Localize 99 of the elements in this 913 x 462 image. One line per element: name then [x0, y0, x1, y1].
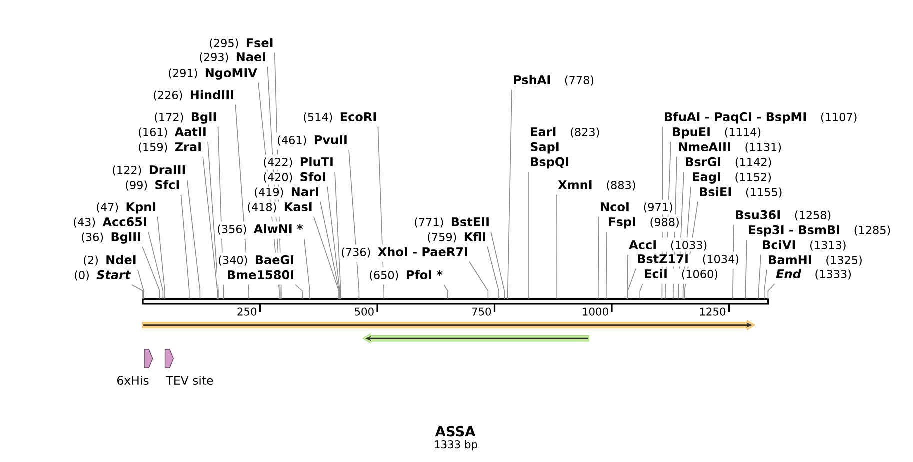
leader-line: [348, 149, 360, 300]
leader-line: [142, 246, 160, 300]
site-label: (159) ZraI: [139, 142, 201, 153]
site-label: (340) BaeGI Bme1580I: [219, 255, 294, 280]
site-label: BstZ17I (1034): [638, 254, 739, 265]
site-label: (759) KflI: [428, 232, 486, 243]
leader-line: [148, 231, 164, 300]
site-label: (650) PfoI *: [370, 270, 443, 281]
site-label: BamHI (1325): [769, 256, 862, 266]
site-label: FspI (988): [609, 218, 679, 229]
leader-line: [267, 66, 281, 300]
leader-line: [202, 156, 218, 300]
leader-line: [764, 269, 768, 300]
leader-line: [334, 171, 342, 300]
leader-line: [314, 216, 340, 300]
leader-line: [490, 231, 505, 300]
leader-line: [469, 261, 489, 300]
leader-line: [218, 126, 224, 300]
sequence-ruler: [142, 298, 769, 305]
leader-line: [684, 201, 698, 300]
site-label: Bsu36I (1258): [736, 210, 831, 221]
leader-line: [327, 186, 340, 300]
leader-line: [732, 224, 734, 300]
site-label: NcoI (971): [601, 202, 672, 213]
site-label: (99) SfcI: [126, 180, 180, 191]
leader-line: [487, 246, 500, 300]
site-label: EagI (1152): [693, 172, 772, 184]
tick-label: 1000: [583, 308, 608, 316]
site-label: (43) Acc65I: [74, 217, 146, 228]
site-label: (420) SfoI: [264, 172, 326, 183]
leader-line: [208, 141, 219, 300]
site-label: EciI (1060): [645, 269, 718, 280]
leader-line: [682, 186, 692, 300]
site-label: (461) PvuII: [278, 136, 347, 146]
site-label: (172) BglI: [155, 112, 216, 124]
site-label: (122) DraIII: [113, 166, 186, 176]
site-label: EarI (823) SapI BspQI: [530, 128, 600, 169]
site-label: BciVI (1313): [763, 240, 846, 251]
leader-line: [304, 238, 310, 300]
leader-line: [673, 156, 678, 300]
leader-line: [320, 201, 340, 300]
site-label: BsrGI (1142): [686, 157, 772, 168]
leader-line: [598, 216, 600, 300]
leader-line: [378, 126, 384, 300]
leader-line: [745, 239, 748, 300]
site-label: (419) NarI: [255, 188, 318, 198]
site-label: (2) NdeI: [84, 255, 136, 266]
site-label: (293) NaeI: [200, 52, 266, 63]
site-label: (771) BstEII: [415, 218, 489, 228]
site-label: (161) AatII: [139, 128, 206, 138]
leader-line: [295, 284, 303, 300]
leader-line: [235, 104, 250, 300]
sequence-length: 1333 bp: [435, 440, 478, 451]
leader-line: [665, 141, 672, 300]
site-label: (36) BglII: [82, 232, 140, 244]
site-label: Esp3I - BsmBI (1285): [749, 225, 890, 237]
site-label: XmnI (883): [558, 180, 636, 191]
site-label: (422) PluTI: [264, 157, 333, 168]
leader-line: [508, 89, 512, 300]
site-label: BfuAI - PaqCI - BspMI (1107): [665, 112, 857, 124]
leader-line: [258, 82, 280, 300]
leader-line: [768, 283, 776, 300]
leader-line: [662, 126, 664, 300]
site-label: BpuEI (1114): [673, 128, 761, 139]
leader-line: [606, 231, 608, 300]
site-label: (418) KasI: [248, 202, 312, 213]
leader-line: [180, 194, 190, 300]
site-label: (356) AlwNI *: [218, 224, 304, 235]
leader-line: [627, 254, 628, 300]
tick-label: 500: [355, 308, 374, 316]
site-label: (47) KpnI: [97, 202, 156, 214]
site-label: AccI (1033): [629, 240, 707, 251]
leader-line: [556, 194, 558, 300]
leader-line: [758, 254, 762, 300]
site-label: (295) FseI: [210, 38, 273, 49]
tick-label: 750: [472, 308, 492, 316]
leader-line: [444, 284, 448, 300]
leader-line: [678, 171, 684, 300]
tick-label: 250: [238, 308, 257, 316]
site-label: PshAI (778): [514, 75, 594, 86]
leader-line: [528, 171, 530, 300]
site-label: NmeAIII (1131): [679, 142, 782, 153]
site-label: (736) XhoI - PaeR7I: [342, 247, 468, 258]
leader-line: [628, 268, 636, 300]
site-label: (226) HindIII: [154, 90, 234, 101]
leader-line: [157, 216, 166, 300]
site-label: (0) Start: [75, 270, 132, 281]
leader-line: [640, 283, 644, 300]
map-title: ASSA: [435, 426, 476, 437]
site-label: (291) NgoMIV: [169, 68, 258, 80]
feature-label: TEV site: [166, 376, 214, 386]
leader-line: [186, 179, 201, 300]
site-label: End (1333): [776, 269, 851, 280]
site-label: (514) EcoRI: [304, 112, 376, 123]
leader-line: [131, 284, 144, 300]
feature-label: 6xHis: [118, 376, 149, 386]
leader-line: [138, 269, 144, 300]
leader-line: [274, 52, 282, 300]
site-label: BsiEI (1155): [700, 187, 782, 198]
